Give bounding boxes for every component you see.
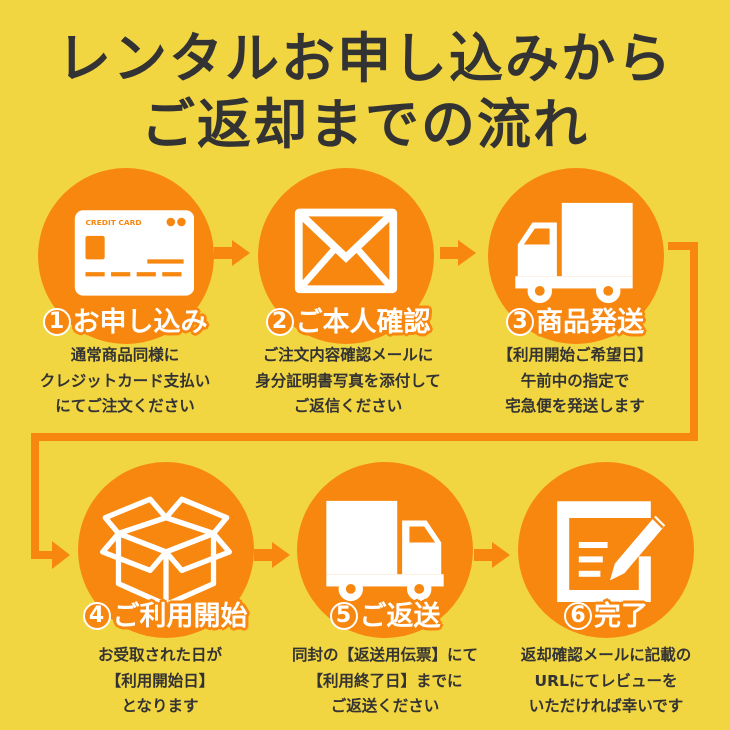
credit-card-icon: CREDIT CARD	[74, 210, 194, 296]
arrow-4-5	[254, 542, 290, 568]
arrow-5-6	[474, 542, 510, 568]
step-3-circle	[488, 168, 664, 344]
svg-text:CREDIT CARD: CREDIT CARD	[85, 218, 141, 227]
step-5-circle	[297, 462, 473, 638]
step-3-description: 【利用開始ご希望日】午前中の指定で宅急便を発送します	[497, 346, 653, 415]
step-2-description: ご注文内容確認メールに身分証明書写真を添付してご返信ください	[255, 346, 441, 415]
review-pen-icon	[557, 501, 666, 602]
truck-icon	[515, 202, 633, 304]
step-6-circle	[518, 462, 694, 638]
step-4-description: お受取された日が【利用開始日】となります	[97, 646, 222, 715]
open-box-icon	[100, 496, 232, 608]
title-line-1: レンタルお申し込みから	[57, 27, 673, 90]
arrow-2-3	[440, 240, 476, 266]
truck-icon	[326, 500, 444, 602]
envelope-icon	[294, 208, 398, 294]
title-line-2: ご返却までの流れ	[141, 93, 589, 156]
arrow-3-4-path	[31, 242, 698, 569]
arrow-1-2	[214, 240, 250, 266]
step-1-description: 通常商品同様にクレジットカード支払いにてご注文ください	[39, 346, 211, 415]
step-5-description: 同封の【返送用伝票】にて【利用終了日】までにご返送ください	[291, 646, 478, 715]
step-2-circle	[258, 168, 434, 344]
